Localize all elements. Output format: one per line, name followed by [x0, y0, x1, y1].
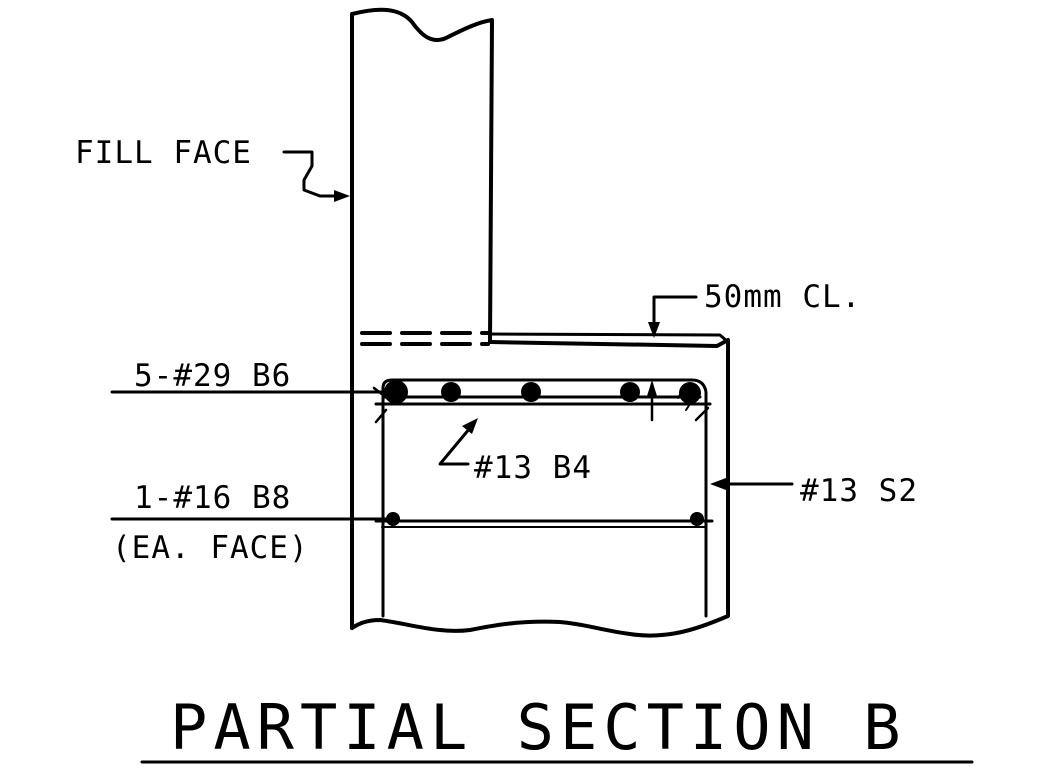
stem-wall — [350, 7, 494, 630]
bar-b6 — [384, 380, 408, 404]
bar-b6 — [679, 382, 701, 404]
clearance-label: 50mm CL. — [704, 279, 861, 315]
cover-dimension — [647, 380, 695, 422]
hidden-lines — [360, 331, 490, 346]
stirrup-leg-label: #13 B4 — [474, 450, 592, 486]
footing-outline — [350, 332, 730, 638]
top-bars-b6 — [384, 380, 701, 404]
drawing-title: PARTIAL SECTION B — [170, 691, 907, 764]
stirrup-label: #13 S2 — [800, 473, 918, 509]
side-bars-note: (EA. FACE) — [112, 530, 309, 566]
stirrup-s2 — [372, 378, 710, 618]
bar-b8 — [386, 512, 400, 526]
side-bars-label: 1-#16 B8 — [134, 480, 291, 516]
top-bars-label: 5-#29 B6 — [134, 358, 291, 394]
bar-b6 — [620, 382, 640, 402]
bar-b6 — [521, 382, 541, 402]
bar-b4 — [374, 395, 712, 406]
fill-face-label: FILL FACE — [75, 135, 252, 171]
bar-b6 — [441, 382, 461, 402]
bar-b8 — [690, 512, 704, 526]
leaders — [110, 150, 794, 521]
side-bars-b8 — [374, 512, 714, 528]
